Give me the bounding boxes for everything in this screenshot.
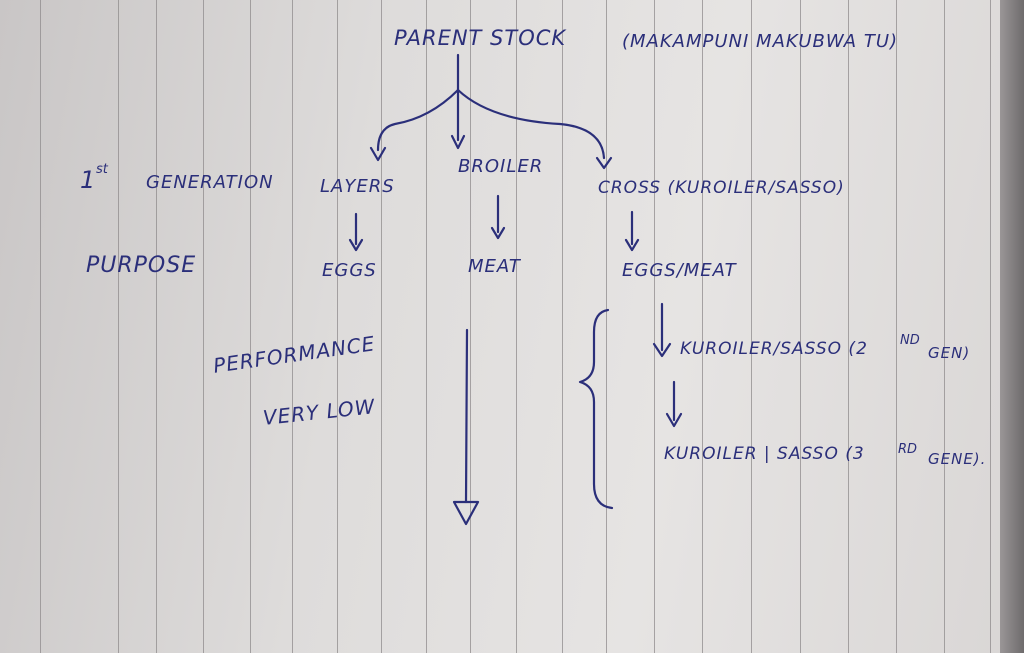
arrow-head-2nd-gen <box>652 342 672 358</box>
notebook-rule-line <box>118 0 120 653</box>
notebook-rule-line <box>751 0 753 653</box>
notebook-rule-line <box>381 0 383 653</box>
notebook-rule-line <box>292 0 294 653</box>
branch-line-layers <box>376 88 460 152</box>
purpose-cross: EGGS/MEAT <box>622 260 737 281</box>
notebook-rule-line <box>896 0 898 653</box>
purpose-layers: EGGS <box>322 260 377 281</box>
notebook-rule-line <box>800 0 802 653</box>
purpose-broiler: MEAT <box>468 256 521 277</box>
root-label: PARENT STOCK <box>394 26 567 50</box>
gen2-suffix: GEN) <box>928 344 971 362</box>
arrow-head-eggs-meat <box>624 238 640 252</box>
notebook-rule-line <box>848 0 850 653</box>
arrow-head-broiler <box>450 134 466 150</box>
generation-number: 1 <box>80 166 97 194</box>
gen2-superscript: ND <box>900 333 920 348</box>
notebook-rule-line <box>516 0 518 653</box>
arrow-head-cross <box>595 156 613 170</box>
gen2-text: KUROILER/SASSO (2 <box>680 339 868 359</box>
notebook-rule-line <box>426 0 428 653</box>
generations-curly-brace <box>578 308 614 510</box>
notebook-rule-line <box>337 0 339 653</box>
root-note: (MAKAMPUNI MAKUBWA TU) <box>622 31 899 52</box>
notebook-rule-line <box>40 0 42 653</box>
notebook-rule-line <box>944 0 946 653</box>
generation-superscript: st <box>96 162 108 177</box>
arrow-head-eggs <box>348 238 364 252</box>
notebook-rule-line <box>702 0 704 653</box>
arrow-head-3rd-gen <box>665 412 683 428</box>
performance-decline-arrow <box>464 328 469 504</box>
breed-cross: CROSS (KUROILER/SASSO) <box>598 178 845 198</box>
performance-arrow-head <box>452 500 480 526</box>
notebook-rule-line <box>654 0 656 653</box>
page-edge-shadow <box>1000 0 1024 653</box>
branch-line-cross <box>456 88 606 160</box>
gen3-suffix: GENE). <box>928 450 987 468</box>
gen3-text: KUROILER | SASSO (3 <box>664 444 865 464</box>
notebook-rule-line <box>203 0 205 653</box>
notebook-rule-line <box>250 0 252 653</box>
notebook-rule-line <box>606 0 608 653</box>
purpose-label: PURPOSE <box>86 253 197 278</box>
breed-broiler: BROILER <box>458 156 544 177</box>
notebook-rule-line <box>156 0 158 653</box>
gen3-superscript: RD <box>898 442 918 457</box>
arrow-head-meat <box>490 226 506 240</box>
notebook-rule-line <box>470 0 472 653</box>
breed-layers: LAYERS <box>320 176 395 197</box>
generation-label: GENERATION <box>146 172 274 193</box>
notebook-rule-line <box>990 0 992 653</box>
notebook-rule-line <box>562 0 564 653</box>
arrow-head-layers <box>369 146 387 162</box>
